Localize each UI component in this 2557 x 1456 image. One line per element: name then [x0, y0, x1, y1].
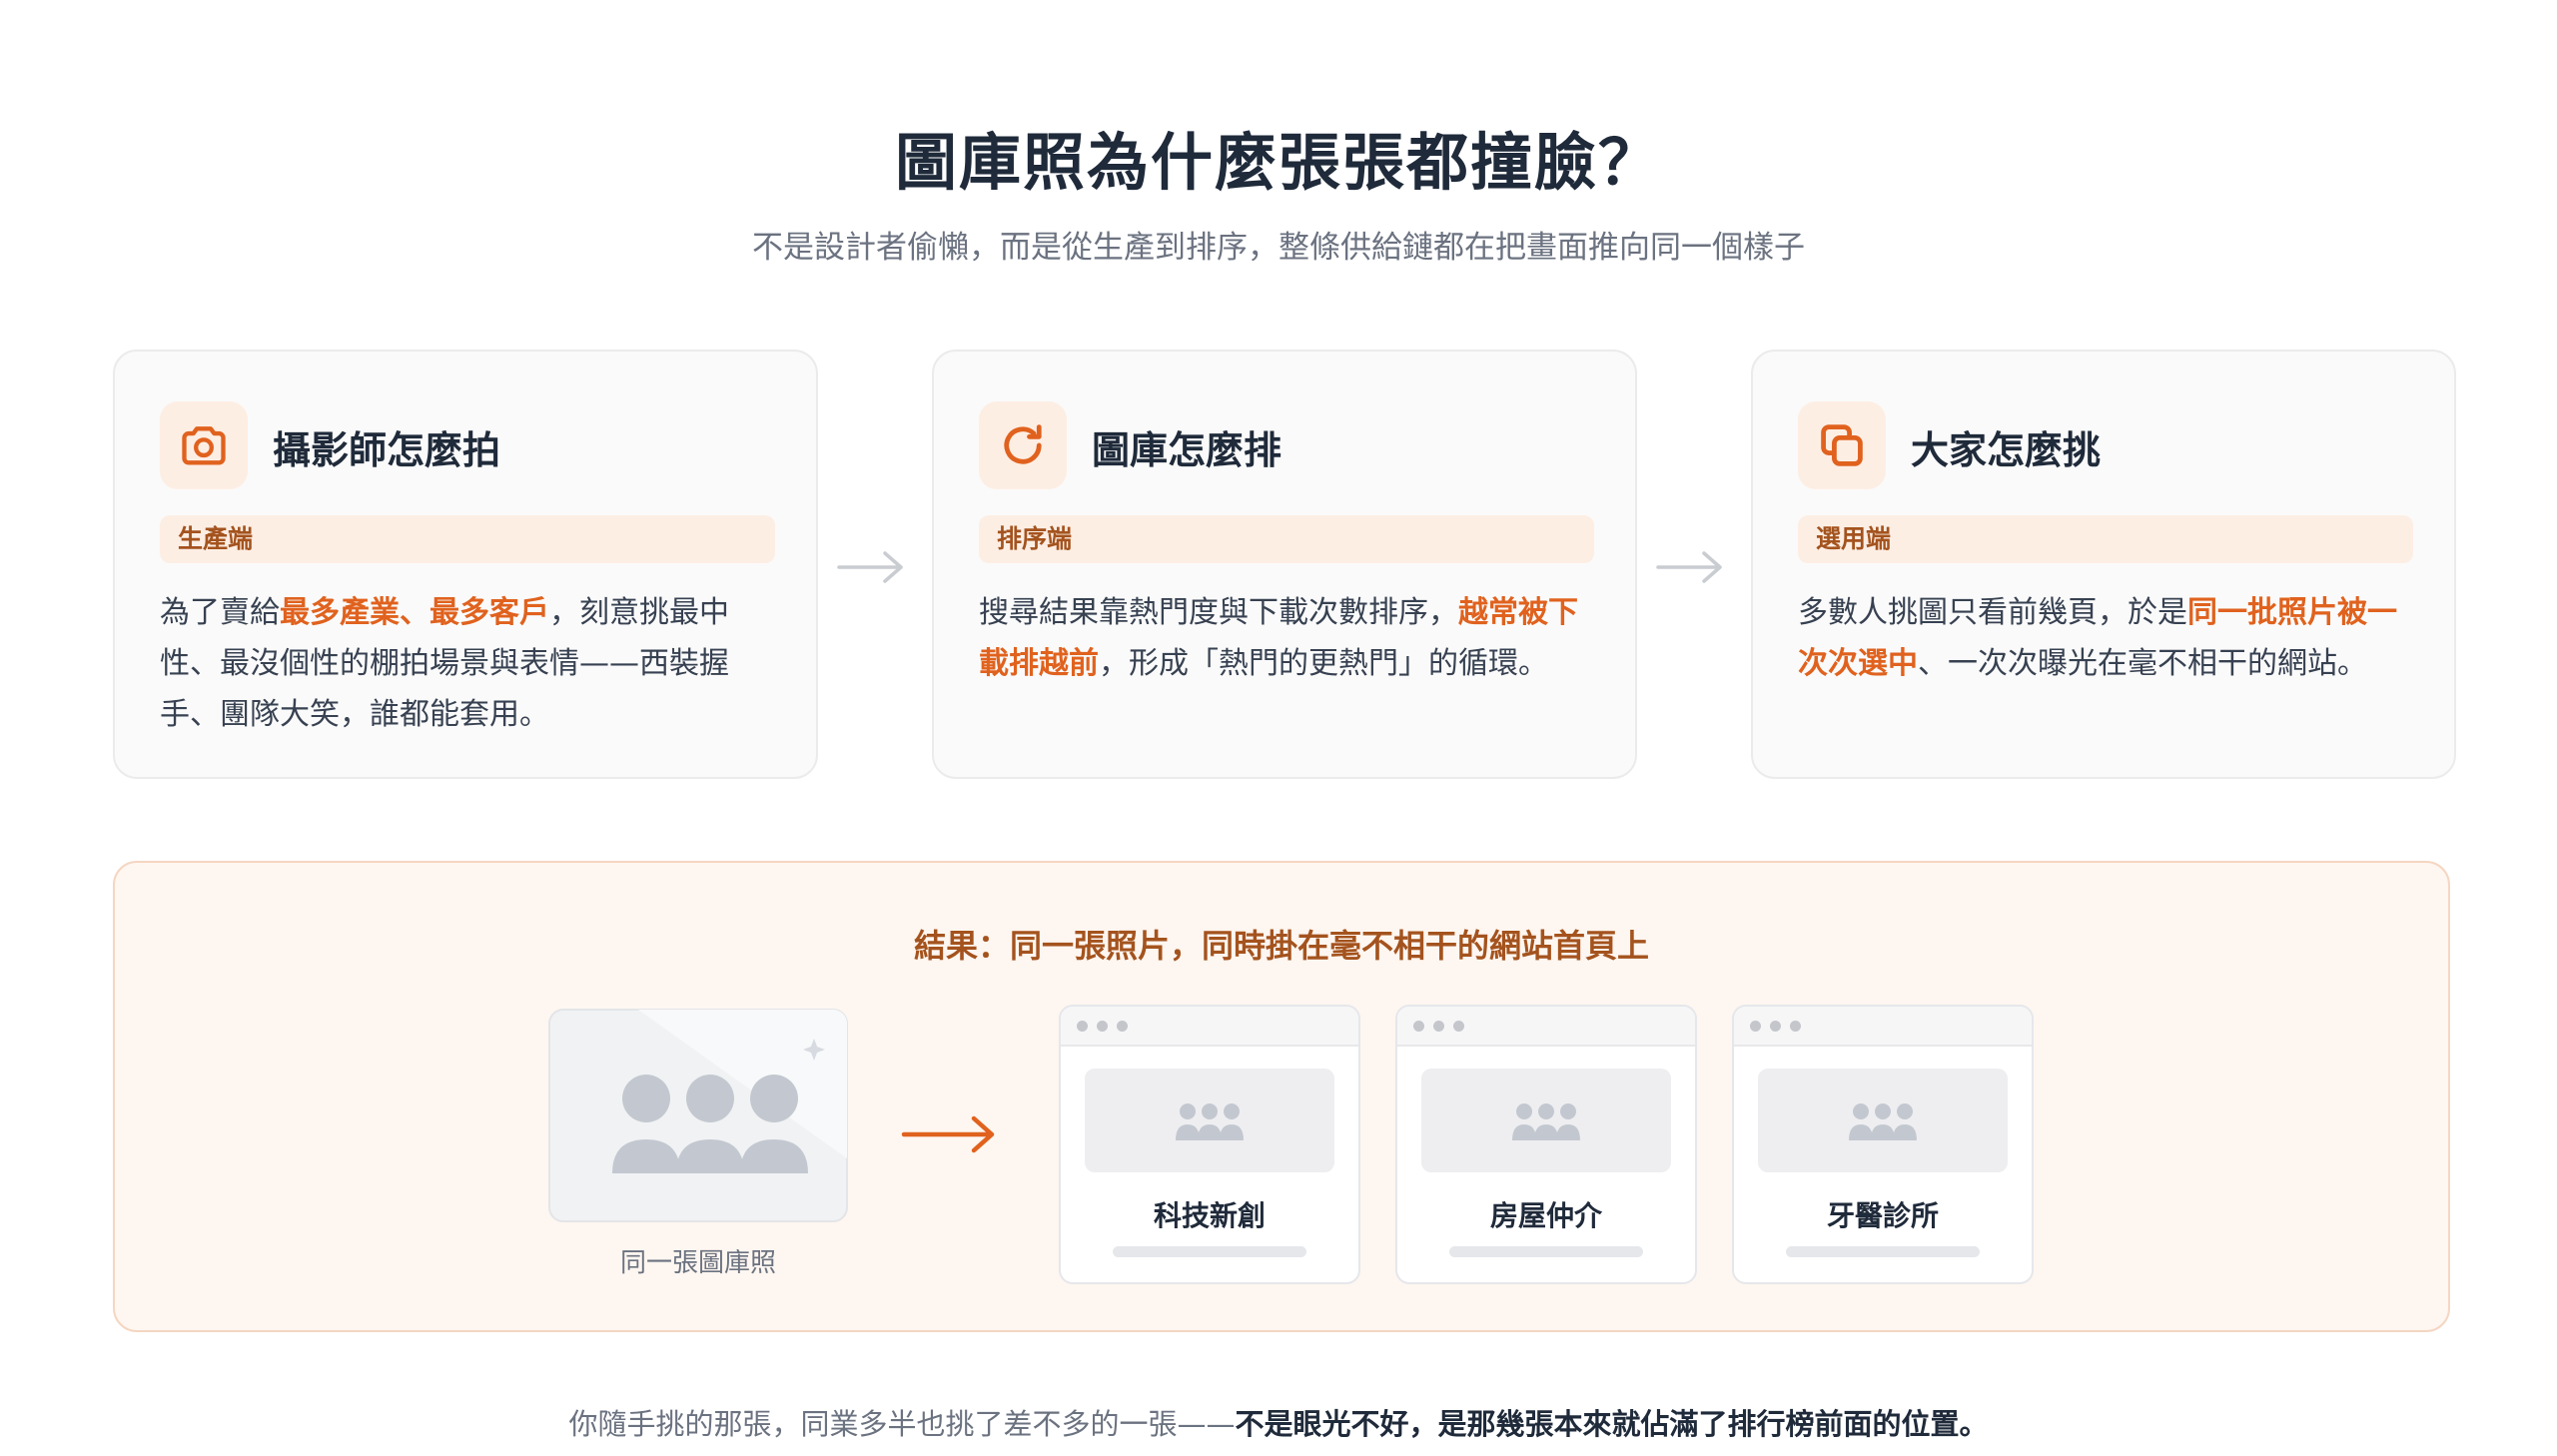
copy-icon [1798, 401, 1886, 489]
card-body: 為了賣給最多產業、最多客戶，刻意挑最中性、最沒個性的棚拍場景與表情——西裝握手、… [160, 595, 729, 732]
card-title: 圖庫怎麼排 [1092, 428, 1282, 472]
website-mockup: 科技新創 [1059, 1005, 1360, 1284]
card-highlight: 最多產業、最多客戶 [280, 595, 549, 630]
placeholder-line [1786, 1246, 1980, 1257]
arrow-right-icon [837, 551, 903, 583]
arrow-right-icon [901, 1115, 995, 1153]
site-image [1421, 1069, 1671, 1172]
browser-bar [1061, 1007, 1358, 1047]
website-mockup: 牙醫診所 [1732, 1005, 2034, 1284]
footer-note: 你隨手挑的那張，同業多半也挑了差不多的一張——不是眼光不好，是那幾張本來就佔滿了… [568, 1407, 1989, 1441]
people-icon [1512, 1103, 1580, 1140]
stock-photo-icon [548, 1009, 848, 1222]
page-subtitle: 不是設計者偷懶，而是從生產到排序，整條供給鏈都在把畫面推向同一個樣子 [752, 230, 1805, 266]
card-highlight: 越常被下載排越前 [979, 595, 1578, 681]
card-tag: 排序端 [979, 515, 1594, 563]
card-tag: 選用端 [1798, 515, 2413, 563]
refresh-icon [979, 401, 1067, 489]
arrow-right-icon [1656, 551, 1722, 583]
card-production: 攝影師怎麼拍 生產端 為了賣給最多產業、最多客戶，刻意挑最中性、最沒個性的棚拍場… [113, 350, 818, 779]
footer-emphasis: 不是眼光不好，是那幾張本來就佔滿了排行榜前面的位置。 [1235, 1407, 1989, 1441]
card-title: 大家怎麼挑 [1911, 428, 2102, 472]
website-mockup: 房屋仲介 [1395, 1005, 1697, 1284]
camera-icon [160, 401, 248, 489]
stock-caption: 同一張圖庫照 [619, 1248, 776, 1278]
page-title: 圖庫照為什麼張張都撞臉？ [894, 126, 1662, 199]
browser-bar [1734, 1007, 2032, 1047]
site-image [1085, 1069, 1334, 1172]
site-name: 科技新創 [1153, 1199, 1266, 1232]
placeholder-line [1449, 1246, 1643, 1257]
result-panel: 結果：同一張照片，同時掛在毫不相干的網站首頁上 同一張圖庫照 科技新創 [113, 861, 2450, 1332]
result-title: 結果：同一張照片，同時掛在毫不相干的網站首頁上 [913, 927, 1649, 965]
card-ranking: 圖庫怎麼排 排序端 搜尋結果靠熱門度與下載次數排序，越常被下載排越前，形成「熱門… [932, 350, 1637, 779]
site-name: 牙醫診所 [1826, 1199, 1939, 1232]
people-icon [1849, 1103, 1917, 1140]
site-image [1758, 1069, 2008, 1172]
browser-bar [1397, 1007, 1695, 1047]
card-body: 多數人挑圖只看前幾頁，於是同一批照片被一次次選中、一次次曝光在毫不相干的網站。 [1798, 595, 2397, 681]
card-highlight: 同一批照片被一次次選中 [1798, 595, 2397, 681]
card-title: 攝影師怎麼拍 [273, 428, 501, 472]
card-tag: 生產端 [160, 515, 775, 563]
placeholder-line [1113, 1246, 1306, 1257]
site-name: 房屋仲介 [1489, 1199, 1602, 1232]
card-selection: 大家怎麼挑 選用端 多數人挑圖只看前幾頁，於是同一批照片被一次次選中、一次次曝光… [1751, 350, 2456, 779]
card-body: 搜尋結果靠熱門度與下載次數排序，越常被下載排越前，形成「熱門的更熱門」的循環。 [979, 595, 1578, 681]
people-icon [1176, 1103, 1244, 1140]
